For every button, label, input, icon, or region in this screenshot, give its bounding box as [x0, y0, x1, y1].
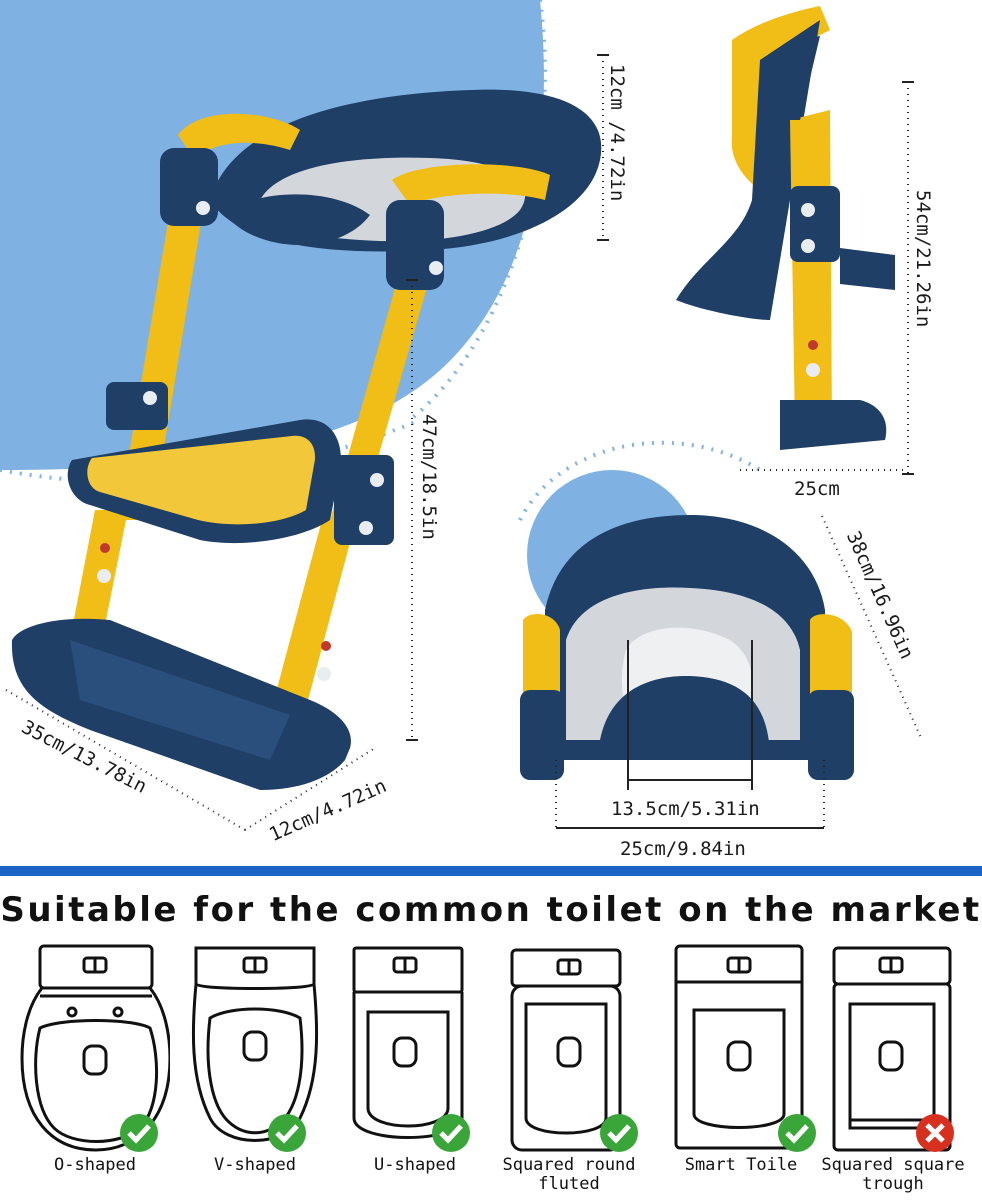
- toilet-label: Squared round fluted: [502, 1155, 636, 1194]
- side-view-ladder: [676, 6, 895, 450]
- compatibility-headline: Suitable for the common toilet on the ma…: [0, 890, 982, 930]
- main-potty-ladder: [11, 89, 602, 790]
- total-height-label: 47cm/18.5in: [418, 414, 440, 540]
- toilet-label: U-shaped: [374, 1155, 456, 1175]
- product-dimensions-area: 12cm /4.72in 47cm/18.5in 35cm/13.78in 12…: [0, 0, 934, 860]
- check-icon: [600, 1114, 638, 1152]
- side-height-label: 54cm/21.26in: [912, 190, 934, 328]
- toilet-v-shaped: V-shaped: [180, 938, 330, 1188]
- outer-width-label: 25cm/9.84in: [620, 838, 746, 860]
- toilet-label: V-shaped: [214, 1155, 296, 1175]
- toilet-smart: Smart Toile: [666, 938, 816, 1188]
- squared-round-toilet-icon: [510, 948, 622, 1152]
- toilet-label: Squared square trough: [821, 1155, 965, 1194]
- dimension-lines: [5, 54, 923, 831]
- smart-toilet-icon: [674, 944, 804, 1150]
- check-icon: [268, 1114, 306, 1152]
- toilet-u-shaped: U-shaped: [340, 938, 490, 1188]
- side-width-label: 25cm: [794, 478, 840, 500]
- compatibility-section: Suitable for the common toilet on the ma…: [0, 866, 982, 1200]
- toilet-squared-square-trough: Squared square trough: [818, 938, 968, 1194]
- check-icon: [432, 1114, 470, 1152]
- cross-icon: [916, 1114, 954, 1152]
- squared-square-toilet-icon: [832, 946, 952, 1152]
- toilet-o-shaped: O-shaped: [20, 938, 172, 1188]
- front-view-seat: [520, 515, 854, 780]
- toilet-label: O-shaped: [54, 1155, 136, 1175]
- toilet-squared-round-fluted: Squared round fluted: [494, 938, 644, 1194]
- check-icon: [778, 1114, 816, 1152]
- potty-ladder-illustration: [0, 0, 923, 831]
- divider-band: [0, 866, 982, 876]
- toilet-label: Smart Toile: [684, 1155, 798, 1175]
- check-icon: [120, 1114, 158, 1152]
- seat-height-label: 12cm /4.72in: [606, 64, 628, 202]
- inner-width-label: 13.5cm/5.31in: [611, 798, 760, 820]
